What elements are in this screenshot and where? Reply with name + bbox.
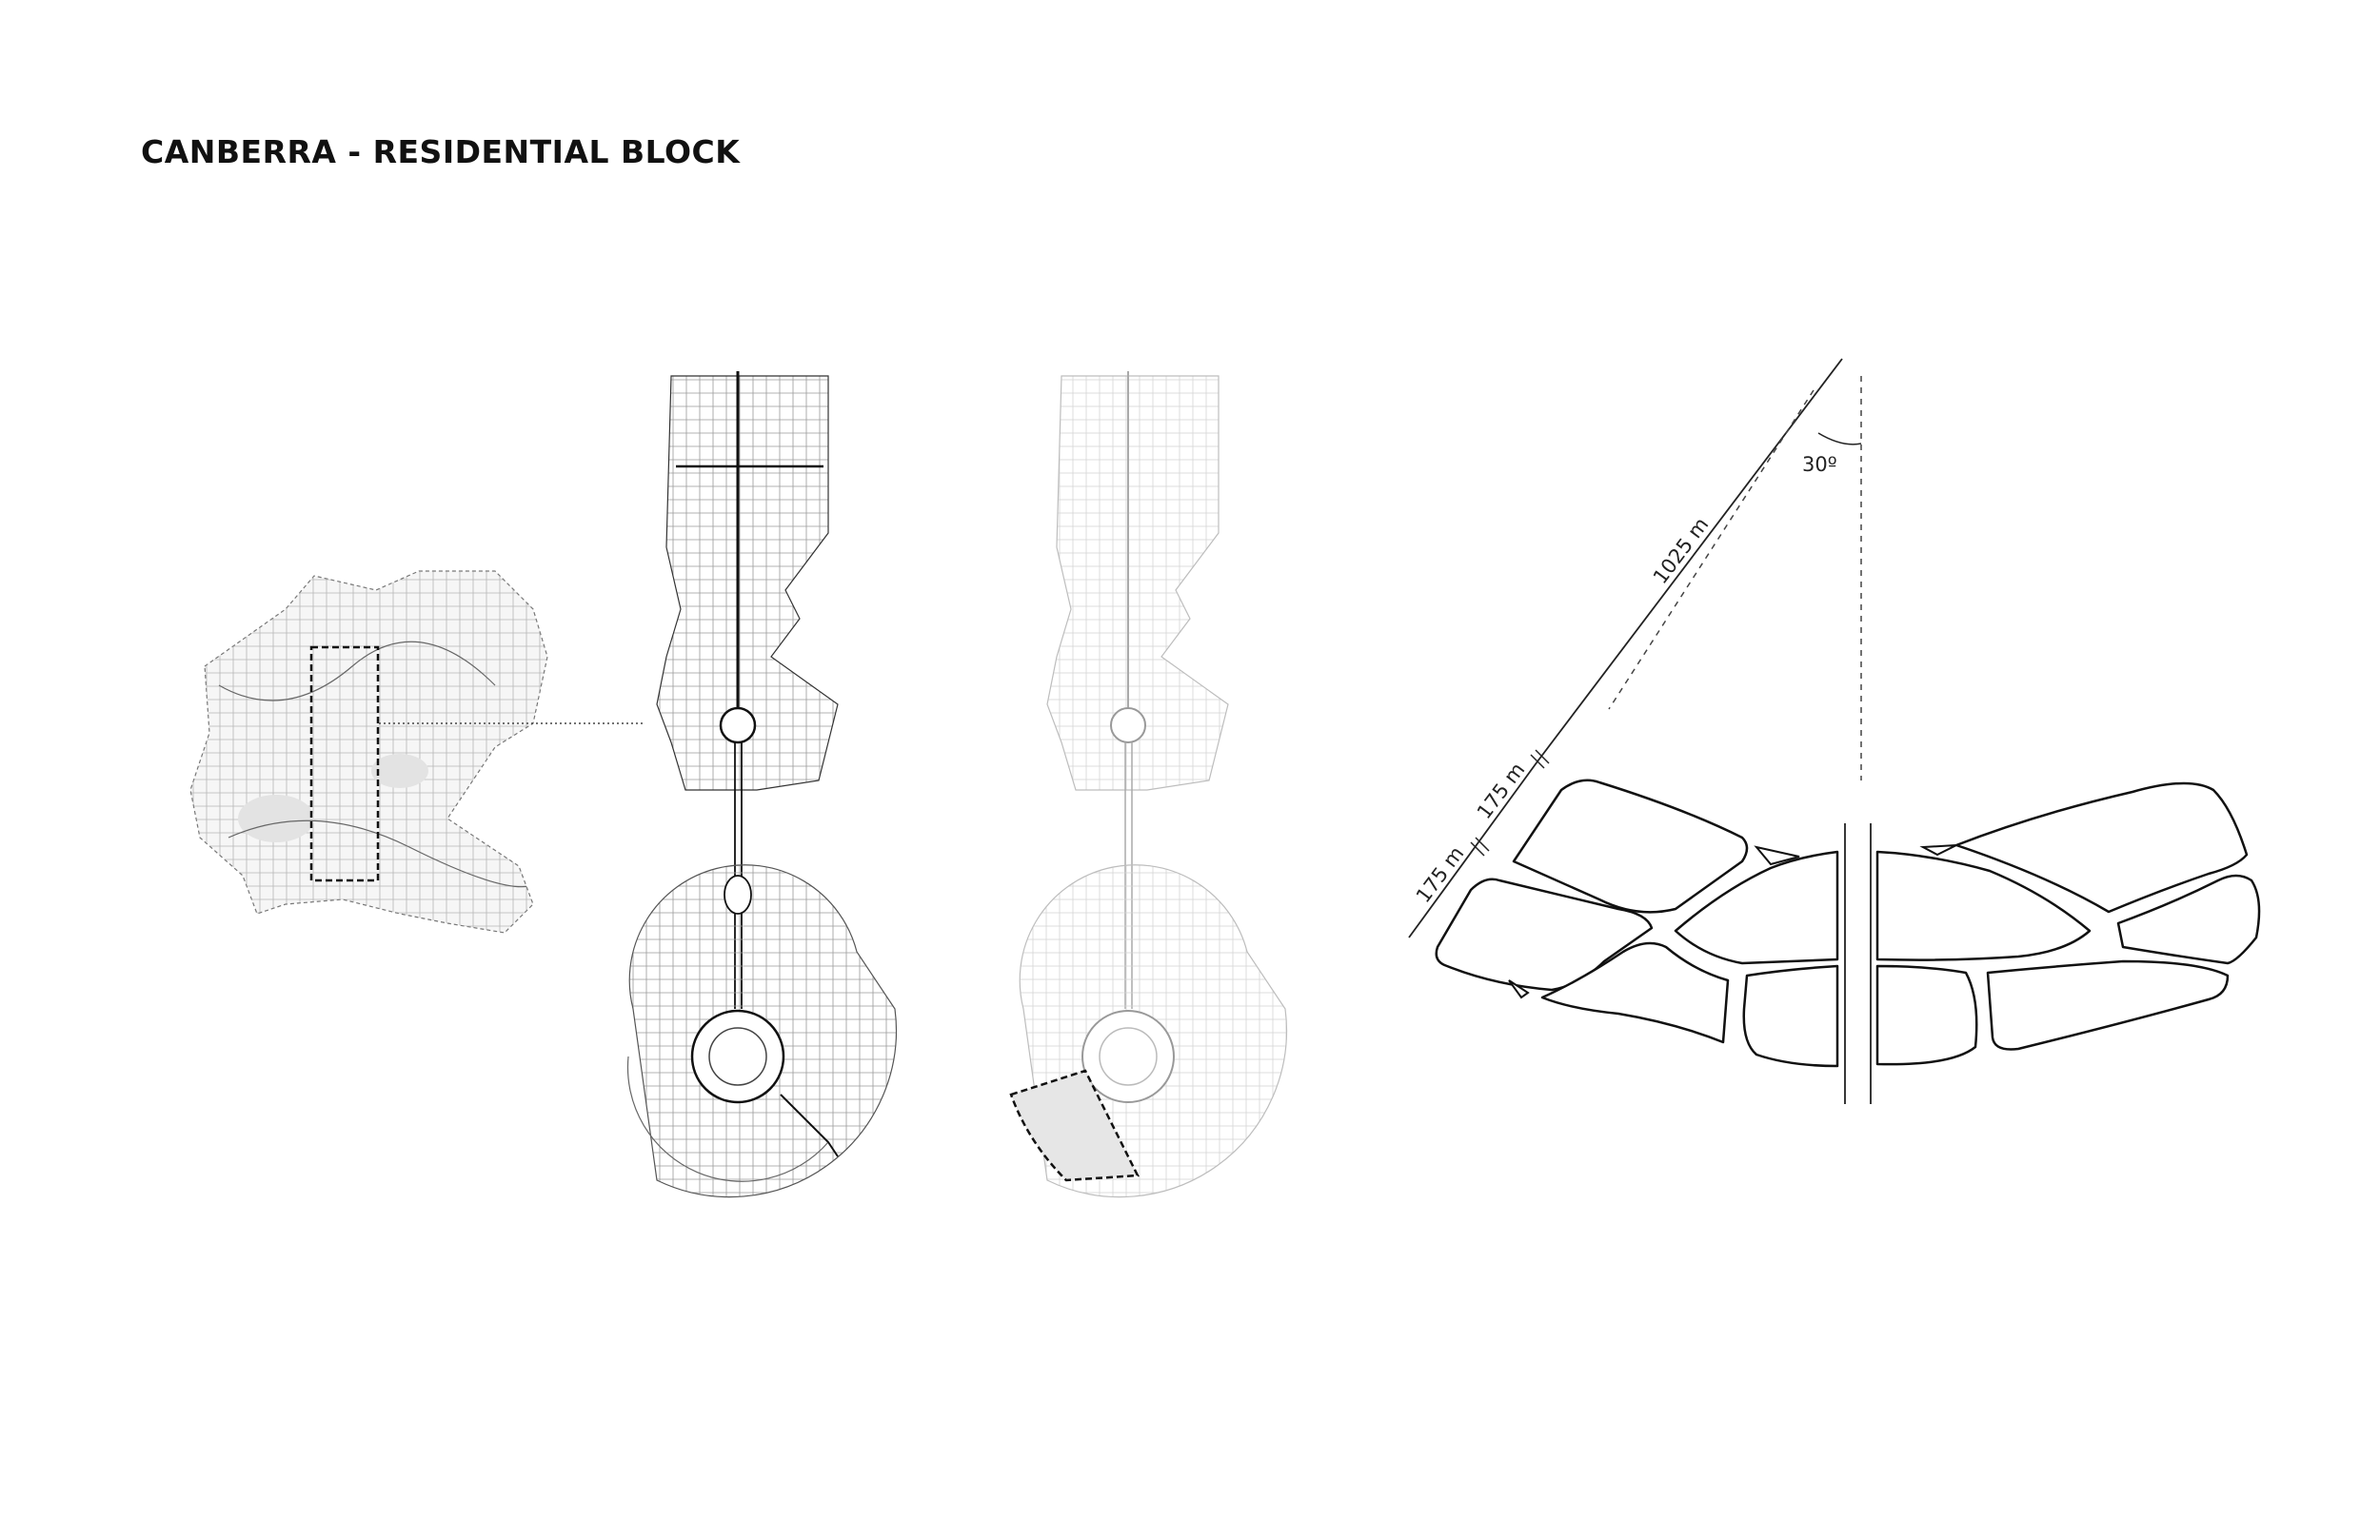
block-inner-right-2 bbox=[1986, 959, 2230, 1051]
axis-street-plan-highlight bbox=[1009, 371, 1288, 1198]
city-map bbox=[189, 570, 645, 934]
block-outer-left-2 bbox=[1435, 878, 1654, 992]
angle-arc bbox=[1817, 432, 1862, 445]
radius-line bbox=[1537, 358, 1843, 762]
block-inner-right-1 bbox=[1875, 964, 1978, 1066]
axis-street-plan bbox=[626, 371, 898, 1198]
block-middle-left bbox=[1674, 850, 1839, 965]
block-inner-left-2 bbox=[1742, 964, 1839, 1068]
residential-blocks bbox=[1435, 779, 2261, 1068]
block-outer-right-1 bbox=[1954, 781, 2249, 914]
angle-label: 30º bbox=[1802, 453, 1837, 476]
page-title: CANBERRA - RESIDENTIAL BLOCK bbox=[141, 133, 741, 170]
block-outer-left-1 bbox=[1512, 779, 1749, 914]
block-diagram: 30º 1025 m 175 m 175 m bbox=[1408, 358, 2261, 1104]
block-outer-right-2 bbox=[2116, 874, 2261, 965]
block-inner-left-1 bbox=[1540, 941, 1730, 1044]
width-label-1: 175 m bbox=[1473, 759, 1530, 823]
highlighted-sector bbox=[1009, 1069, 1140, 1182]
radius-label: 1025 m bbox=[1649, 513, 1714, 588]
block-middle-right bbox=[1875, 850, 2092, 961]
width-label-2: 175 m bbox=[1412, 842, 1469, 907]
selection-rectangle bbox=[309, 645, 380, 882]
